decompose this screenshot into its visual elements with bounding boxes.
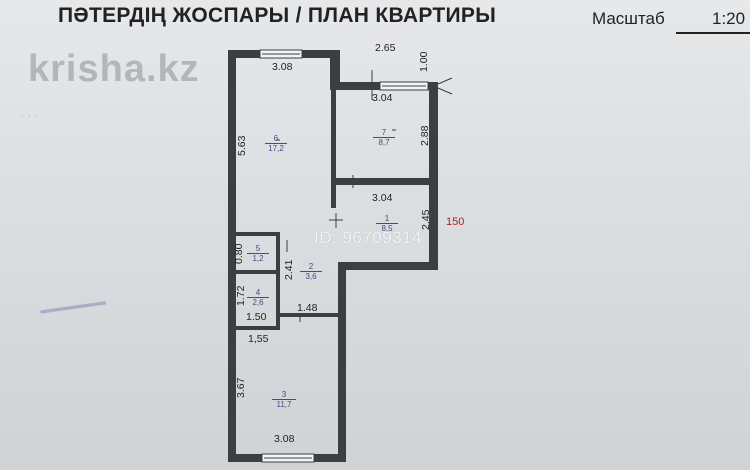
room7-number: 7 (381, 128, 387, 137)
wall-room7-bottom (336, 178, 430, 185)
wall-room6-room7 (331, 86, 336, 208)
room3-area: 11,7 (272, 399, 296, 409)
dim-corridor-side: 2.45 (420, 209, 432, 230)
wall-step (338, 262, 438, 270)
wall-right-lower (338, 262, 346, 460)
room5-number: 5 (255, 244, 261, 253)
room2-number: 2 (308, 262, 314, 271)
listing-id-watermark: ID: 96709314 (314, 228, 423, 247)
room1-number: 1 (384, 214, 390, 223)
dim-hall-side: 2.41 (283, 259, 295, 280)
dim-top-right-vertical: 1.00 (418, 51, 430, 72)
room5-area: 1,2 (247, 253, 269, 263)
dim-room3-top: 1,55 (248, 333, 269, 345)
background-text: · · · (20, 108, 39, 122)
room4-number: 4 (255, 288, 261, 297)
room2-area: 3,6 (300, 271, 322, 281)
scale-underline (676, 32, 750, 34)
dim-room7-side: 2.88 (419, 125, 431, 146)
wall-room3-top (276, 313, 338, 317)
scale-value: 1:20 (712, 9, 746, 28)
dim-room7-bottom: 3.04 (372, 192, 393, 204)
dim-hall-bottom: 1.48 (297, 302, 318, 314)
wall-left (228, 50, 236, 460)
room1-area: 8,5 (376, 223, 398, 233)
wall-balcony-left (330, 50, 340, 86)
room7-area: 8,7 (373, 137, 395, 147)
dim-wc-side: 0.80 (233, 243, 245, 264)
room6-number: 6 (273, 134, 279, 143)
wall-wc-top (232, 232, 280, 236)
page-title: ПӘТЕРДІҢ ЖОСПАРЫ / ПЛАН КВАРТИРЫ (58, 4, 497, 27)
krisha-watermark: krisha.kz (28, 48, 200, 90)
dim-bath-bottom: 1.50 (246, 311, 267, 323)
room6-area: 17,2 (265, 143, 287, 153)
dim-top-right: 2.65 (375, 42, 396, 54)
wall-wc-right (276, 232, 280, 330)
dim-room3-bottom: 3.08 (274, 433, 295, 445)
wall-right-upper (429, 82, 438, 270)
dim-bath-side: 1.72 (235, 285, 247, 306)
dim-room6-top: 3.08 (272, 61, 293, 73)
dim-room3-side: 3.67 (235, 377, 247, 398)
dim-room7-top: 3.04 (372, 92, 393, 104)
scale-label: Масштаб (592, 9, 665, 28)
wall-bath-bottom (232, 326, 280, 330)
red-marker-150: 150 (446, 216, 465, 228)
room4-area: 2,6 (247, 297, 269, 307)
room3-number: 3 (281, 390, 287, 399)
dim-room6-side: 5.63 (236, 135, 248, 156)
wall-wc-bottom (232, 270, 280, 274)
